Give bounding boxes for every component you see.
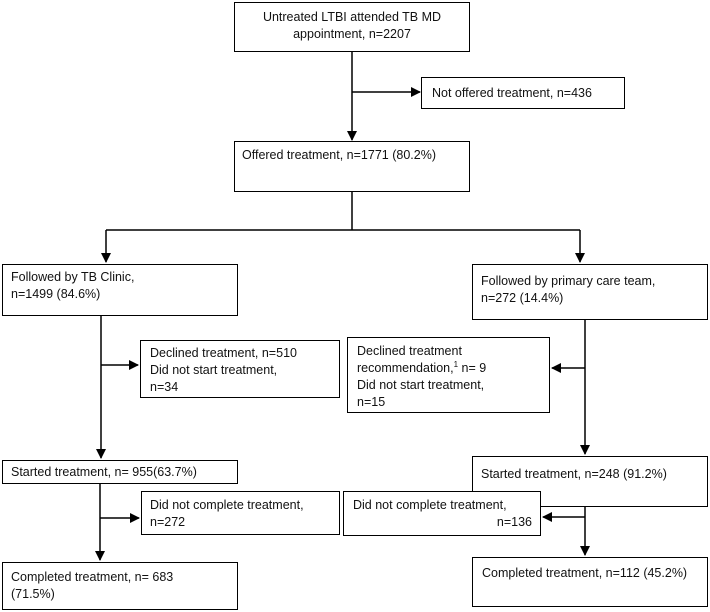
attended-line1: Untreated LTBI attended TB MD (262, 10, 442, 24)
tb-completed-line1: Completed treatment, n= 683 (11, 570, 174, 584)
tb-completed-line2: (71.5%) (11, 587, 55, 601)
tb-declined-line1: Declined treatment, n=510 (150, 346, 297, 360)
pc-declined-line2-text: recommendation, (357, 361, 454, 375)
box-not-offered: Not offered treatment, n=436 (421, 77, 625, 109)
box-pc-not-complete: Did not complete treatment, n=136 (343, 491, 541, 536)
box-tb-declined: Declined treatment, n=510 Did not start … (140, 340, 340, 398)
pc-not-complete-line2: n=136 (496, 515, 532, 529)
box-tb-clinic: Followed by TB Clinic, n=1499 (84.6%) (2, 264, 238, 316)
pc-completed-line1: Completed treatment, n=112 (45.2%) (482, 566, 688, 580)
tb-not-complete-line2: n=272 (150, 515, 186, 529)
pc-declined-line3: Did not start treatment, (357, 378, 485, 392)
pc-declined-line2: recommendation,1 n= 9 (357, 360, 549, 377)
not-offered-line1: Not offered treatment, n=436 (432, 86, 592, 100)
attended-line2: appointment, n=2207 (293, 27, 411, 41)
pc-started-line1: Started treatment, n=248 (91.2%) (481, 467, 667, 481)
pc-declined-line4: n=15 (357, 395, 386, 409)
pc-declined-line1: Declined treatment (357, 344, 462, 358)
tb-declined-line3: n=34 (150, 380, 179, 394)
pc-declined-line2-count: n= 9 (458, 361, 487, 375)
tb-started-line1: Started treatment, n= 955(63.7%) (11, 465, 197, 479)
box-pc-completed: Completed treatment, n=112 (45.2%) (472, 557, 708, 607)
primary-care-line2: n=272 (14.4%) (481, 291, 564, 305)
box-offered-treatment: Offered treatment, n=1771 (80.2%) (234, 141, 470, 192)
tb-not-complete-line1: Did not complete treatment, (150, 498, 304, 512)
box-primary-care: Followed by primary care team, n=272 (14… (472, 264, 708, 320)
tb-clinic-line2: n=1499 (84.6%) (11, 287, 101, 301)
tb-clinic-line1: Followed by TB Clinic, (11, 270, 135, 284)
box-tb-not-complete: Did not complete treatment, n=272 (141, 491, 340, 535)
footnote-marker: 1 (453, 359, 459, 369)
pc-not-complete-line1: Did not complete treatment, (353, 498, 507, 512)
box-pc-started: Started treatment, n=248 (91.2%) (472, 456, 708, 507)
box-tb-completed: Completed treatment, n= 683 (71.5%) (2, 562, 238, 610)
offered-line1: Offered treatment, n=1771 (80.2%) (242, 148, 436, 162)
tb-declined-line2: Did not start treatment, (150, 363, 278, 377)
box-attended-appointment: Untreated LTBI attended TB MD appointmen… (234, 2, 470, 52)
box-pc-declined: Declined treatment recommendation,1 n= 9… (347, 337, 550, 413)
box-tb-started: Started treatment, n= 955(63.7%) (2, 460, 238, 484)
primary-care-line1: Followed by primary care team, (481, 274, 656, 288)
